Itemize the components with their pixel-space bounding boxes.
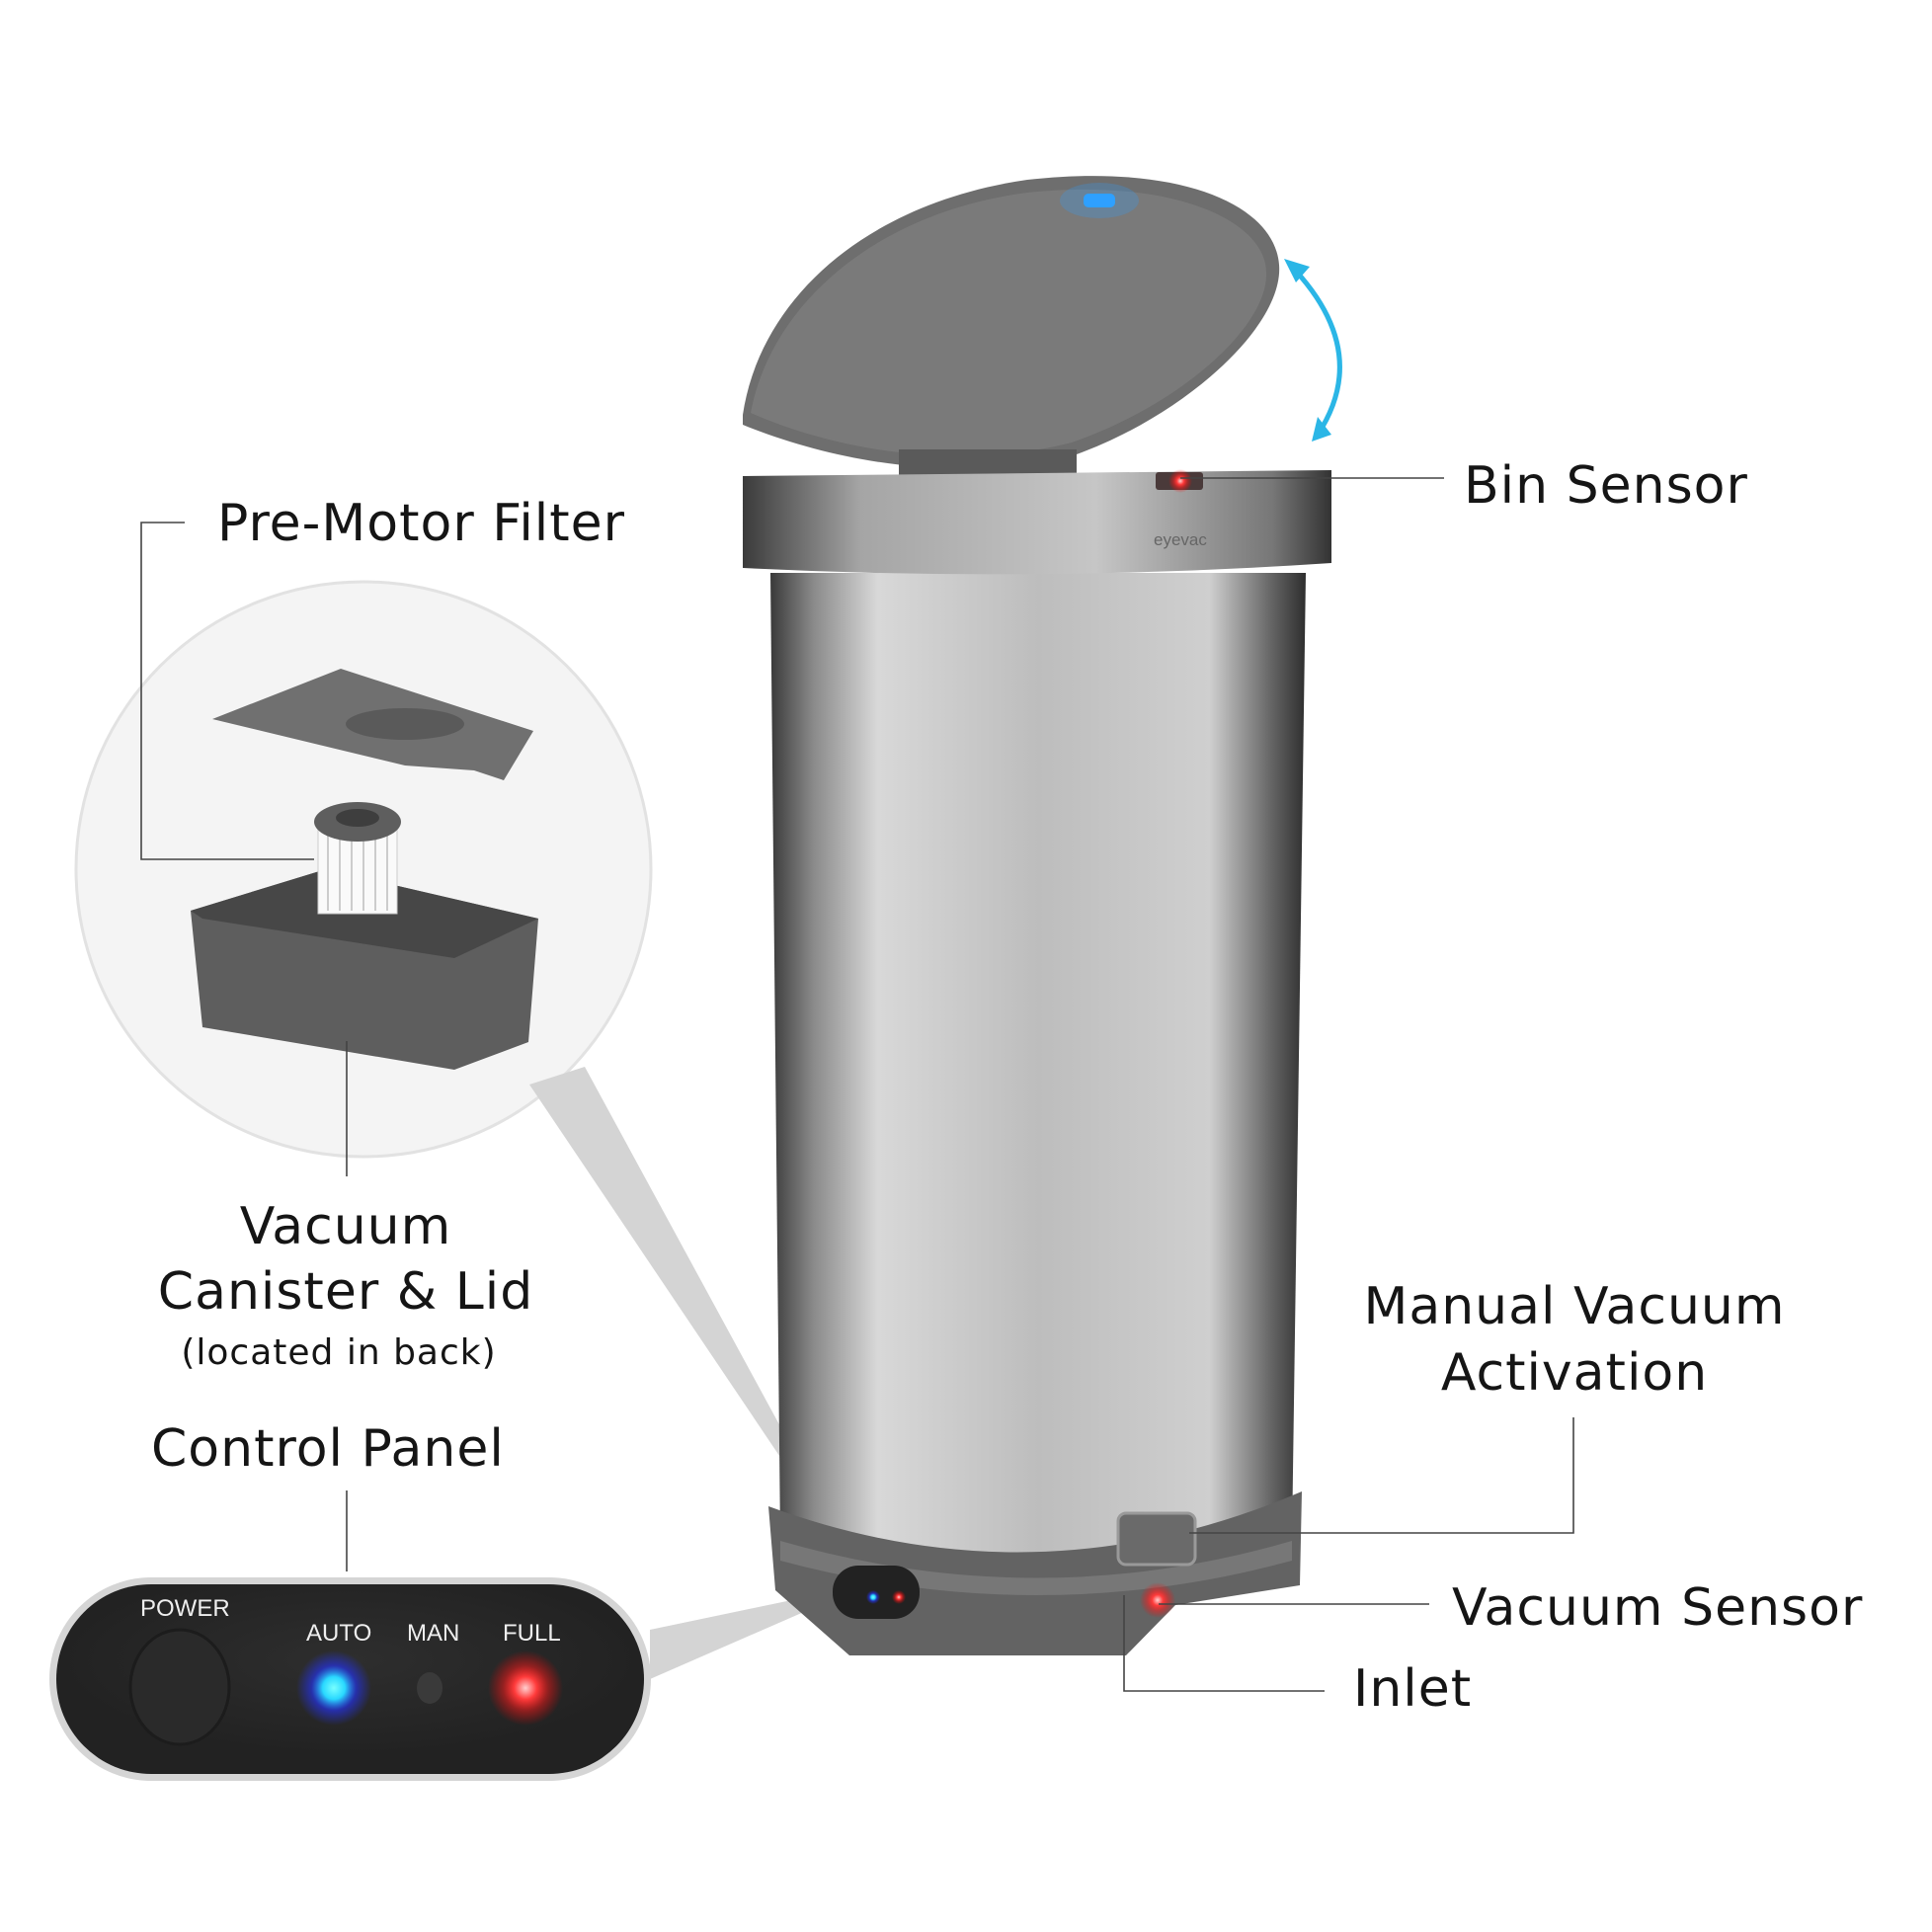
bin-body xyxy=(770,573,1306,1578)
manual-vacuum-button xyxy=(1116,1511,1197,1567)
auto-label: AUTO xyxy=(306,1620,372,1647)
vacuum-canister-label-2: Canister & Lid xyxy=(157,1262,534,1322)
lid-motion-arrow xyxy=(1288,263,1342,437)
full-label: FULL xyxy=(503,1620,561,1647)
power-label: POWER xyxy=(140,1595,230,1622)
vacuum-sensor-light xyxy=(1140,1582,1175,1618)
full-led xyxy=(488,1650,563,1726)
bin-rim xyxy=(743,470,1331,575)
manual-vacuum-label-1: Manual Vacuum xyxy=(1363,1277,1786,1336)
brand-logo: eyevac xyxy=(1154,530,1207,549)
bin-sensor-label: Bin Sensor xyxy=(1464,456,1748,516)
leader-lines xyxy=(140,477,1574,1692)
auto-led xyxy=(296,1650,371,1726)
control-panel-label: Control Panel xyxy=(151,1419,505,1479)
power-button xyxy=(128,1628,231,1746)
vacuum-sensor-label: Vacuum Sensor xyxy=(1452,1578,1864,1638)
lid-indicator-light xyxy=(1084,194,1115,207)
inlet-label: Inlet xyxy=(1353,1659,1473,1719)
pre-motor-filter-label: Pre-Motor Filter xyxy=(217,494,626,553)
man-led xyxy=(417,1672,443,1704)
man-label: MAN xyxy=(407,1620,460,1647)
vacuum-canister-note: (located in back) xyxy=(181,1332,497,1373)
bin-lid xyxy=(743,176,1280,475)
manual-vacuum-label-2: Activation xyxy=(1440,1343,1709,1403)
vacuum-canister-label-1: Vacuum xyxy=(239,1197,452,1256)
